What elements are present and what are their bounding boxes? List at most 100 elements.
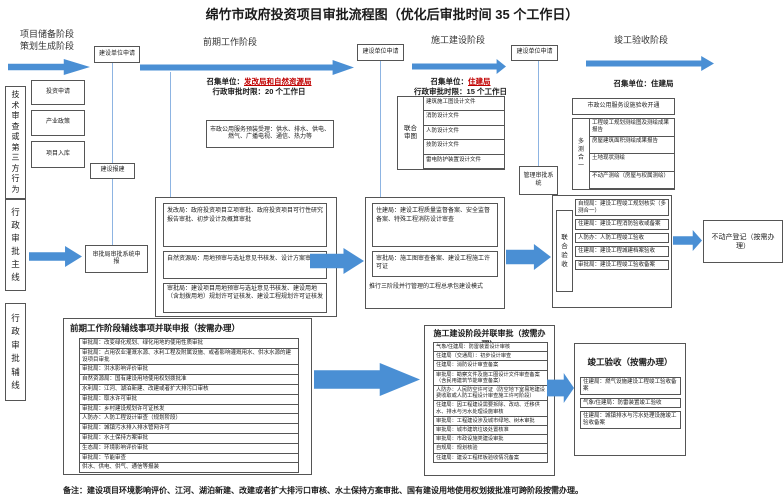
construction-note: 推行三阶段并行管理的工程总承包建设模式 bbox=[369, 284, 484, 290]
utility-preinstall-box: 市政公用服务预装受理：供水、排水、供电、燃气、广播电视、通信、热力等 bbox=[206, 120, 334, 148]
multi-survey-label: 多测合一 bbox=[573, 119, 590, 189]
multi-survey-label-text: 多测合一 bbox=[578, 139, 585, 169]
aux-completion-rows: 住建局：燃气设施建设工程竣工验收备案气象/住建局：防雷装置竣工验收住建局：城镇排… bbox=[580, 377, 681, 429]
time-limit: 行政审批时限：15 个工作日 bbox=[414, 87, 507, 96]
apply-box-3: 建设单位申请 bbox=[511, 45, 558, 61]
joint-acceptance-label-text: 联合验收 bbox=[561, 234, 568, 268]
joint-drawing-review-table: 联合审图 建筑施工图设计文件消防设计文件人防设计文件技防设计文件雷电防护装置设计… bbox=[397, 96, 505, 170]
aux-preliminary-row: 人防办：人防工程设计审查（规划阶段） bbox=[80, 414, 298, 425]
aux-construction-row: 审批局：勘察文件及施工图设计文件审查备案（含民用建筑节能审查备案） bbox=[434, 371, 547, 387]
aux-preliminary-rows: 审批局：改变绿化规划、绿化用地的使用性质审批审批局：占用农业灌溉水源、水利工程及… bbox=[79, 338, 299, 474]
tech-review-label: 技术审查或第三方行为 bbox=[11, 90, 20, 194]
mainline-label-box: 行政审批主线 bbox=[5, 199, 26, 291]
arrow-stage4-icon bbox=[586, 56, 714, 71]
aux-preliminary-row: 审批局：改变绿化规划、绿化用地的使用性质审批 bbox=[80, 339, 298, 349]
preliminary-item-ziran: 自然资源局：用地预审与选址意见书核发、设计方案审定 bbox=[163, 251, 327, 279]
joint-drawing-review-row: 消防设计文件 bbox=[424, 111, 504, 126]
joint-drawing-review-row: 技防设计文件 bbox=[424, 140, 504, 155]
arrow-aux-preliminary-to-construction-icon bbox=[314, 363, 420, 396]
preliminary-item-fagai: 发改局：政府投资项目立项审批、政府投资项目可行性研究报告审批、初步设计及概算审批 bbox=[163, 203, 327, 247]
stage-header-preliminary: 前期工作阶段 bbox=[202, 37, 257, 47]
joint-drawing-review-label-text: 联合审图 bbox=[404, 125, 417, 140]
aux-completion-row: 住建局：燃气设施建设工程竣工验收备案 bbox=[580, 377, 681, 395]
aux-construction-row: 气象/住建局：防雷装置设计审核 bbox=[434, 343, 547, 353]
connector-line bbox=[170, 72, 171, 198]
baojian-box: 建设报建 bbox=[90, 163, 135, 179]
convener-line: 召集单位：发改局和自然资源局 bbox=[178, 77, 340, 87]
joint-acceptance-row: 住建局：建设工程城建档案验收 bbox=[575, 246, 669, 257]
completion-convener-block: 召集单位：住建局 bbox=[596, 79, 691, 89]
aux-preliminary-row: 审批局：占用农业灌溉水源、水利工程及附属设施、或者影响灌溉用水、供水水源的建设项… bbox=[80, 349, 298, 366]
connector-line bbox=[112, 63, 113, 163]
construction-convener-block: 召集单位：住建局 行政审批时限：15 个工作日 bbox=[398, 77, 523, 97]
construction-item-zhujian: 住建局：建设工程质量监督备案、安全监督备案、特殊工程消防设计审查 bbox=[372, 203, 498, 247]
convener-prefix: 召集单位： bbox=[613, 79, 652, 88]
arrow-mainline-icon bbox=[29, 246, 82, 267]
convener-value: 住建局 bbox=[651, 79, 674, 88]
multi-survey-row: 房屋建筑面积测绘成果报告 bbox=[590, 137, 674, 154]
aux-preliminary-row: 供水、供电、供气、通信等报装 bbox=[82, 464, 160, 471]
page-title: 绵竹市政府投资项目审批流程图（优化后审批时间 35 个工作日） bbox=[205, 7, 579, 22]
stage-header-construction: 施工建设阶段 bbox=[430, 35, 485, 45]
aux-construction-row: 住建局：建设工程样板验收情况备案 bbox=[436, 454, 520, 461]
stage-reserve-line1: 项目储备阶段 bbox=[20, 29, 75, 39]
aux-preliminary-row: 审批局：城镇污水排入排水管网许可 bbox=[80, 424, 298, 434]
connector-line bbox=[538, 61, 539, 167]
aux-completion-row: 住建局：城镇排水与污水处理设施竣工验收备案 bbox=[580, 411, 681, 429]
aux-construction-row: 自规局：规划核验 bbox=[434, 444, 547, 454]
stage-header-completion: 竣工验收阶段 bbox=[613, 35, 668, 45]
aux-preliminary-row: 自然资源局：国有建设用地使用权划拨批准 bbox=[80, 375, 298, 385]
auxline-label-box: 行政审批辅线 bbox=[5, 303, 26, 401]
convener-value: 发改局和自然资源局 bbox=[244, 77, 312, 86]
convener-value: 住建局 bbox=[468, 77, 491, 86]
aux-construction-row: 住建局：因工程建设需要拆除、改动、迁移供水、排水与污水处理设施审核 bbox=[434, 401, 547, 417]
joint-drawing-review-row: 人防设计文件 bbox=[424, 126, 504, 141]
aux-preliminary-row: 生态局：环境影响评价审批 bbox=[80, 444, 298, 454]
aux-construction-row: 住建局：消防设计审查备案 bbox=[434, 361, 547, 371]
joint-drawing-review-rows: 建筑施工图设计文件消防设计文件人防设计文件技防设计文件雷电防护装置设计文件 bbox=[424, 97, 504, 170]
joint-drawing-review-label: 联合审图 bbox=[398, 97, 424, 169]
apply-box-2: 建设单位申请 bbox=[357, 44, 404, 61]
arrow-stage3-icon bbox=[412, 59, 506, 74]
mainline-label: 行政审批主线 bbox=[11, 207, 20, 282]
aux-completion-box: 竣工验收（按需办理） 住建局：燃气设施建设工程竣工验收备案气象/住建局：防雷装置… bbox=[574, 343, 686, 456]
joint-drawing-review-row: 雷电防护装置设计文件 bbox=[424, 155, 504, 170]
aux-preliminary-box: 前期工作阶段辅线事项并联申报（按需办理） 审批局：改变绿化规划、绿化用地的使用性… bbox=[63, 318, 312, 475]
joint-acceptance-row: 自规局：建设工程竣工规划核实（多测合一） bbox=[575, 199, 669, 216]
property-registration-box: 不动产登记（按需办理） bbox=[703, 220, 783, 263]
apply-box-1: 建设单位申请 bbox=[94, 46, 140, 63]
preliminary-convener-block: 召集单位：发改局和自然资源局 行政审批时限：20 个工作日 bbox=[178, 77, 340, 97]
tech-review-label-box: 技术审查或第三方行为 bbox=[5, 86, 26, 199]
joint-acceptance-label-box: 联合验收 bbox=[556, 210, 573, 292]
aux-preliminary-row: 审批局：洪水影响评价审批 bbox=[80, 365, 298, 376]
joint-acceptance-row: 住建局：建设工程消防验收或备案 bbox=[575, 219, 669, 230]
time-limit: 行政审批时限：20 个工作日 bbox=[212, 87, 306, 96]
aux-preliminary-title: 前期工作阶段辅线事项并联申报（按需办理） bbox=[70, 323, 241, 333]
system-apply-box: 审批局审批系统申报 bbox=[85, 245, 148, 273]
arrow-stage2-icon bbox=[140, 60, 354, 75]
aux-preliminary-row: 审批局：乡村建设规划许可证核发 bbox=[80, 405, 298, 415]
multi-survey-row: 土地现状测绘 bbox=[590, 154, 674, 172]
aux-construction-row: 审批局：市政设施类建设审批 bbox=[434, 435, 547, 445]
aux-construction-row: 住建局（交通局）：初步设计审查 bbox=[434, 352, 547, 362]
aux-preliminary-row: 审批局：取水许可审批 bbox=[80, 395, 298, 405]
aux-construction-row: 审批局：城市建筑垃圾处置核准 bbox=[434, 426, 547, 436]
multi-survey-table: 多测合一 工程竣工规划测绘图及测绘成果报告房屋建筑面积测绘成果报告土地现状测绘不… bbox=[572, 118, 675, 190]
utility-acceptance-box: 市政公用服务设施验收开通 bbox=[572, 98, 675, 115]
aux-completion-title: 竣工验收（按需办理） bbox=[587, 357, 673, 367]
aux-preliminary-row: 水利局：江河、湖泊新建、改建或者扩大排污口审核 bbox=[80, 385, 298, 395]
aux-construction-box: 施工建设阶段并联审批（按需办理） 气象/住建局：防雷装置设计审核住建局（交通局）… bbox=[424, 325, 555, 476]
reserve-box-investment: 投资申请 bbox=[31, 80, 85, 105]
multi-survey-rows: 工程竣工规划测绘图及测绘成果报告房屋建筑面积测绘成果报告土地现状测绘不动产测绘（… bbox=[590, 119, 674, 189]
multi-survey-row: 工程竣工规划测绘图及测绘成果报告 bbox=[590, 119, 674, 137]
reserve-box-storage: 项目入库 bbox=[31, 141, 85, 168]
joint-acceptance-rows: 自规局：建设工程竣工规划核实（多测合一）住建局：建设工程消防验收或备案人防办：人… bbox=[575, 199, 669, 270]
arrow-to-property-registration-icon bbox=[673, 230, 702, 251]
joint-drawing-review-row: 建筑施工图设计文件 bbox=[424, 97, 504, 112]
convener-line: 召集单位：住建局 bbox=[398, 77, 523, 87]
preliminary-item-shenpi: 审批局：建设项目用地预审与选址意见书核发、建设用地（含划拨用地）规划许可证核发、… bbox=[163, 283, 327, 313]
arrow-stage1-icon bbox=[8, 59, 90, 75]
aux-construction-row: 人防办：人民防空许可证（防空地下室易地建设费收取或人防工程设计审查施工许可阶段） bbox=[434, 386, 547, 402]
aux-preliminary-row: 审批局：水土保持方案审批 bbox=[80, 434, 298, 444]
